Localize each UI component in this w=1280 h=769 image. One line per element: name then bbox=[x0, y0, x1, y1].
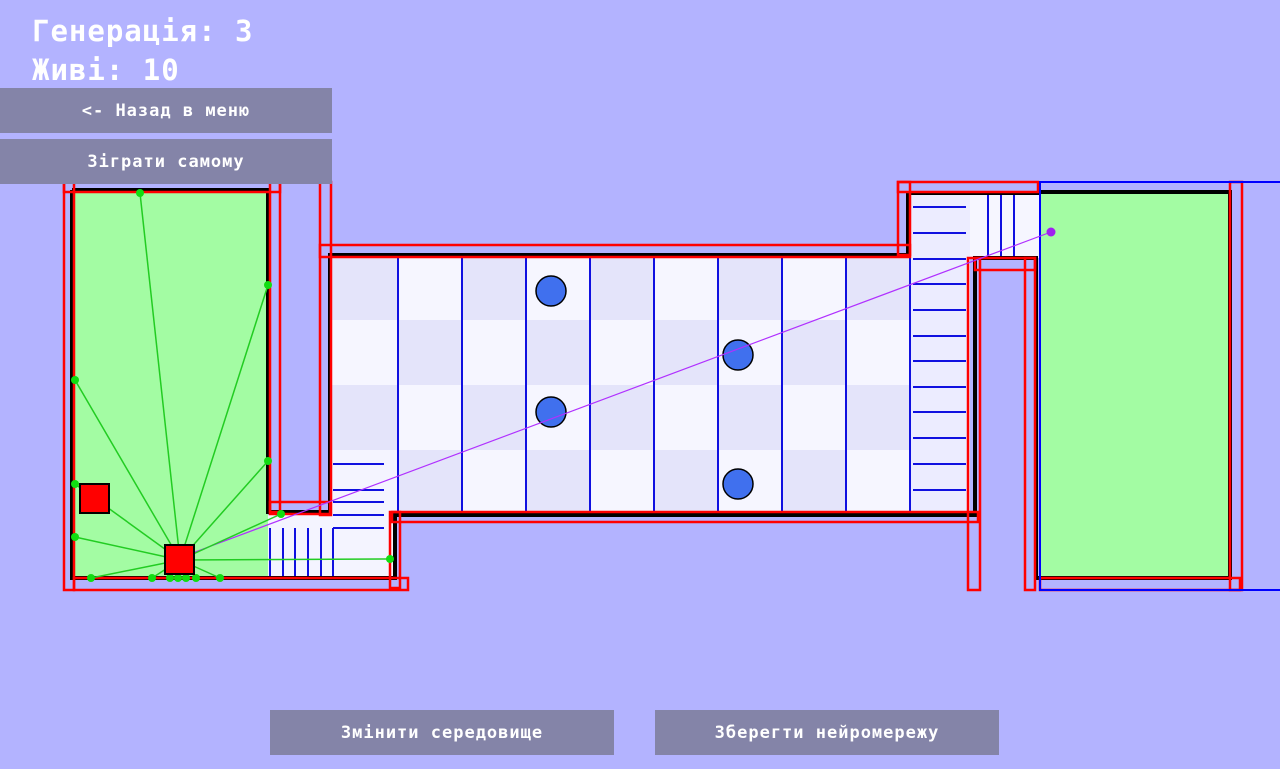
finish-zone bbox=[1039, 181, 1280, 591]
floor-tile bbox=[462, 320, 526, 385]
bottom-corridor-floor bbox=[268, 515, 395, 578]
obstacle-ball bbox=[535, 275, 567, 307]
play-self-button[interactable]: Зіграти самому bbox=[0, 139, 332, 184]
generation-label: Генерація: 3 bbox=[32, 14, 254, 48]
sensor-ray bbox=[139, 192, 181, 561]
sensor-hit bbox=[386, 555, 394, 563]
floor-tile bbox=[398, 320, 462, 385]
floor-tile bbox=[846, 255, 910, 320]
floor-tile bbox=[718, 255, 782, 320]
sensor-hit bbox=[216, 574, 224, 582]
sensor-hit bbox=[71, 376, 79, 384]
floor-tile bbox=[330, 320, 398, 385]
stairs bbox=[269, 195, 1015, 578]
floor-tile bbox=[462, 450, 526, 515]
agent bbox=[79, 483, 110, 514]
obstacle-ball bbox=[535, 396, 567, 428]
bottom-stairs-floor bbox=[330, 450, 398, 515]
floor-tile bbox=[782, 385, 846, 450]
sensor-hit bbox=[182, 574, 190, 582]
floor-tile bbox=[398, 255, 462, 320]
sensor-hit bbox=[87, 574, 95, 582]
floor-tile bbox=[654, 450, 718, 515]
back-to-menu-button[interactable]: <- Назад в меню bbox=[0, 88, 332, 133]
sensor-hit bbox=[277, 510, 285, 518]
target-point bbox=[1046, 227, 1056, 237]
save-network-button[interactable]: Зберегти нейромережу bbox=[655, 710, 999, 755]
sensor-hit bbox=[71, 480, 79, 488]
floor-tile bbox=[846, 450, 910, 515]
sensor-hit bbox=[192, 574, 200, 582]
floor-tile bbox=[846, 385, 910, 450]
floor-tile bbox=[782, 320, 846, 385]
sensor-ray bbox=[179, 558, 391, 561]
floor-tile bbox=[654, 255, 718, 320]
alive-label: Живі: 10 bbox=[32, 53, 180, 87]
floor-tile bbox=[330, 255, 398, 320]
obstacle-ball bbox=[722, 468, 754, 500]
sensor-hit bbox=[174, 574, 182, 582]
floor-tile bbox=[718, 385, 782, 450]
start-room bbox=[72, 190, 268, 578]
right-stairs-floor bbox=[910, 195, 970, 515]
target-line bbox=[194, 231, 1052, 553]
floor-tile bbox=[398, 385, 462, 450]
finish-room bbox=[1040, 192, 1230, 578]
sensor-hit bbox=[166, 574, 174, 582]
floor-tile bbox=[590, 385, 654, 450]
floor-tile bbox=[330, 385, 398, 450]
change-environment-button[interactable]: Змінити середовище bbox=[270, 710, 614, 755]
hall-lines bbox=[397, 258, 911, 512]
floor-tile bbox=[590, 255, 654, 320]
sensor-hit bbox=[148, 574, 156, 582]
agent-leader bbox=[164, 544, 195, 575]
floor-tile bbox=[526, 450, 590, 515]
floor-tile bbox=[654, 320, 718, 385]
right-stairs bbox=[913, 206, 966, 491]
floor-tile bbox=[398, 450, 462, 515]
hall-floor bbox=[330, 255, 910, 515]
floor-tile bbox=[590, 320, 654, 385]
floor-tile bbox=[654, 385, 718, 450]
obstacles bbox=[535, 275, 754, 500]
sensor-ray bbox=[179, 513, 282, 561]
floor-tile bbox=[462, 255, 526, 320]
sensor-hit bbox=[264, 457, 272, 465]
sensor-ray bbox=[179, 460, 269, 561]
floor-tile bbox=[782, 255, 846, 320]
floor-tile bbox=[782, 450, 846, 515]
sensor-ray bbox=[74, 379, 181, 561]
floor-tile bbox=[526, 320, 590, 385]
floor-tile bbox=[462, 385, 526, 450]
sensor-hit bbox=[264, 281, 272, 289]
top-stairs-floor bbox=[970, 195, 1040, 258]
floor-tile bbox=[846, 320, 910, 385]
sensor-ray bbox=[179, 284, 269, 561]
sensor-ray bbox=[74, 536, 181, 561]
sensor-hit bbox=[71, 533, 79, 541]
floor-tile bbox=[590, 450, 654, 515]
sensor-hit bbox=[136, 189, 144, 197]
